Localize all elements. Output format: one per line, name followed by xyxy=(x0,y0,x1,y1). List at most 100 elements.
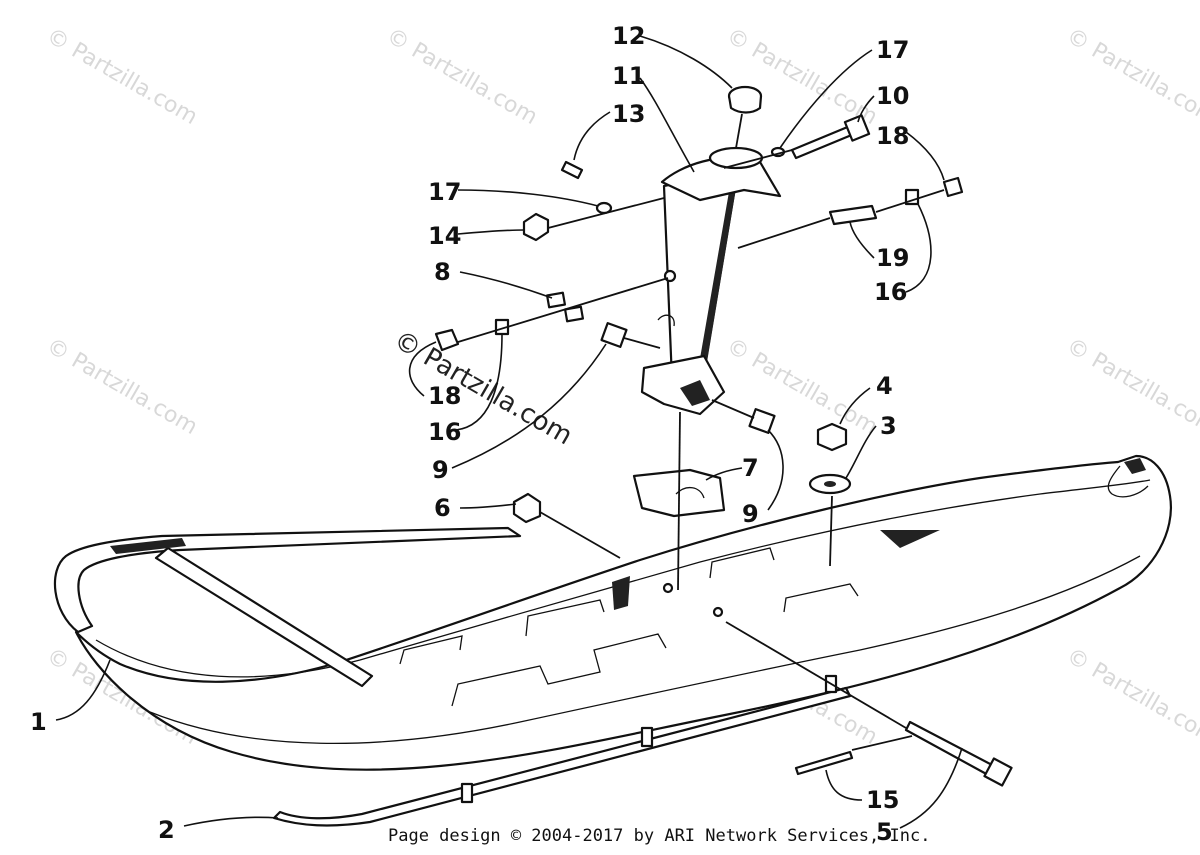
axis-nut-down xyxy=(829,495,833,567)
leader-12 xyxy=(639,35,733,89)
screw-13 xyxy=(560,160,584,180)
callout-16b: 16 xyxy=(874,278,907,306)
callout-10: 10 xyxy=(876,82,909,110)
leader-11 xyxy=(639,77,695,173)
ski-mount-hole xyxy=(712,606,724,618)
leader-15 xyxy=(825,769,863,801)
axis-bushing-6 xyxy=(539,511,621,559)
watermark: © Partzilla.com xyxy=(722,24,882,131)
ski-cutout xyxy=(451,633,667,707)
callout-17b: 17 xyxy=(876,36,909,64)
axis-base-left xyxy=(623,337,661,349)
ski-cutout xyxy=(783,583,859,613)
leader-6 xyxy=(459,503,517,509)
watermark: © Partzilla.com xyxy=(42,334,202,441)
leader-13 xyxy=(573,111,611,161)
leader-1 xyxy=(55,659,111,721)
leader-4 xyxy=(839,387,871,425)
ski-lower-edge xyxy=(149,555,1141,745)
spindle-detail xyxy=(657,314,675,327)
axis-cotter xyxy=(851,735,913,751)
callout-14: 14 xyxy=(428,222,461,250)
leader-17a xyxy=(457,189,599,207)
callout-1: 1 xyxy=(30,708,47,736)
spindle-base-shade xyxy=(680,380,710,406)
ski-shell xyxy=(74,454,1173,771)
callout-7: 7 xyxy=(742,454,759,482)
callout-15: 15 xyxy=(866,786,899,814)
bushing-bolt xyxy=(942,176,964,198)
runner-stud xyxy=(460,782,474,804)
callout-19: 19 xyxy=(876,244,909,272)
watermark: © Partzilla.com xyxy=(382,24,542,131)
ski-loop-handle xyxy=(53,526,522,634)
callout-labels: 1 2 3 4 5 6 7 8 9 9 10 11 12 13 14 15 16… xyxy=(30,22,909,846)
ski-cutout-shade xyxy=(880,530,940,548)
spindle-tube-shade xyxy=(698,176,738,370)
flat-washer-hole xyxy=(824,481,836,487)
bolt-10-head xyxy=(843,114,871,142)
leader-16b xyxy=(905,203,932,293)
axis-spindle-down xyxy=(677,411,681,591)
leader-17b xyxy=(779,49,873,149)
watermark: © Partzilla.com xyxy=(1062,644,1200,751)
callout-13: 13 xyxy=(612,100,645,128)
cap-plug-body xyxy=(727,95,763,114)
callout-3: 3 xyxy=(880,412,897,440)
leader-3 xyxy=(845,425,877,479)
ski-cutout xyxy=(399,635,463,665)
spacer-8 xyxy=(545,291,567,309)
axis-upper-right xyxy=(737,217,831,249)
watermark: © Partzilla.com xyxy=(1062,334,1200,441)
spacer-8b xyxy=(563,305,585,323)
leader-8 xyxy=(459,271,553,299)
assembly-axes xyxy=(457,113,945,751)
leader-18a xyxy=(408,341,437,397)
leader-5 xyxy=(899,747,963,829)
axis-mid-left xyxy=(457,277,669,343)
callout-9b: 9 xyxy=(742,500,759,528)
leader-2 xyxy=(183,816,279,827)
bushing-9 xyxy=(600,322,628,348)
axis-upper-left xyxy=(547,197,665,229)
callout-4: 4 xyxy=(876,372,893,400)
callout-11: 11 xyxy=(612,62,645,90)
callout-2: 2 xyxy=(158,816,175,844)
leader-lines xyxy=(55,35,963,829)
spindle-hole xyxy=(663,269,677,283)
leader-9a xyxy=(451,343,607,469)
hex-nut xyxy=(816,422,848,452)
ski-tip-shade xyxy=(1124,458,1146,474)
ski-handle-shade xyxy=(110,538,186,554)
sleeve-19 xyxy=(828,204,878,226)
bolt-10 xyxy=(790,124,856,160)
axis-cap-12 xyxy=(735,113,743,149)
callout-12: 12 xyxy=(612,22,645,50)
axis-base-right xyxy=(711,399,755,419)
small-parts xyxy=(434,85,1013,787)
ski-cutout xyxy=(709,547,775,579)
bushing-bolt xyxy=(434,328,460,352)
leader-18b xyxy=(905,131,945,181)
axis-top-bolt xyxy=(723,149,793,169)
long-bolt-head xyxy=(983,757,1013,787)
leader-7 xyxy=(705,467,743,481)
leader-9b xyxy=(767,429,784,511)
ski-cutout xyxy=(525,599,605,637)
leader-14 xyxy=(457,229,525,235)
axis-bolt-5 xyxy=(725,621,907,729)
callout-16a: 16 xyxy=(428,418,461,446)
watermark: © Partzilla.com xyxy=(722,334,882,441)
watermark: © Partzilla.com xyxy=(42,24,202,131)
cotter-pin xyxy=(794,750,854,776)
spindle-base xyxy=(640,354,726,416)
callout-18b: 18 xyxy=(876,122,909,150)
bushing-6 xyxy=(512,492,542,524)
callout-17a: 17 xyxy=(428,178,461,206)
leader-16a xyxy=(455,333,503,431)
callout-8: 8 xyxy=(434,258,451,286)
ski-top-edge xyxy=(95,479,1151,678)
ski-cutout-shade xyxy=(612,576,630,610)
bushing-9 xyxy=(748,408,776,434)
